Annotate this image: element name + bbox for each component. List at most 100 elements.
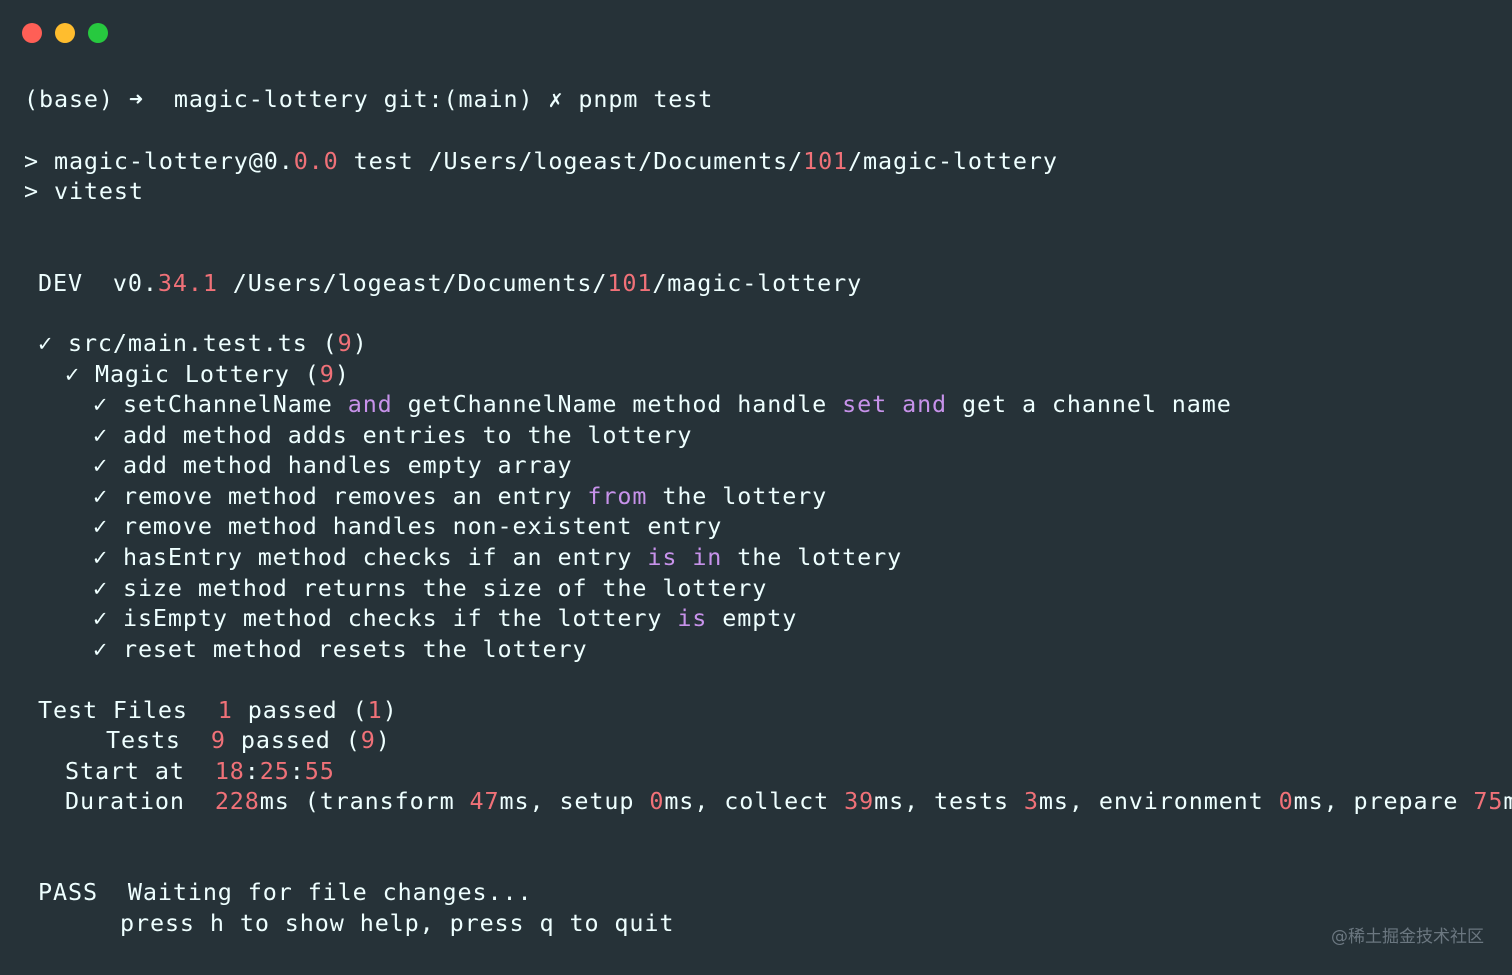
test-name-text: empty bbox=[707, 604, 798, 633]
script-line: > magic-lottery@0.0.0 test /Users/logeas… bbox=[24, 146, 1058, 176]
summary-count: 9 bbox=[210, 726, 226, 754]
summary-label: Duration bbox=[65, 787, 185, 815]
script-command-line: > vitest bbox=[24, 177, 144, 205]
help-line: press h to show help, press q to quit bbox=[120, 909, 675, 937]
dev-label: DEV bbox=[38, 269, 83, 297]
test-case-line: ✓ add method handles empty array bbox=[93, 450, 572, 480]
duration-text: ms, setup bbox=[499, 787, 650, 815]
test-name-text: reset method resets the lottery bbox=[122, 634, 588, 663]
summary-duration: Duration 228ms (transform 47ms, setup 0m… bbox=[65, 786, 1512, 816]
describe-count: 9 bbox=[319, 360, 335, 388]
check-icon: ✓ bbox=[93, 512, 108, 541]
summary-close: ) bbox=[375, 726, 391, 754]
keyword-token: in bbox=[692, 543, 723, 571]
keyword-token: is bbox=[647, 543, 678, 571]
dev-version-number: 34.1 bbox=[157, 269, 218, 297]
duration-number: 0 bbox=[649, 787, 665, 815]
duration-number: 228 bbox=[214, 787, 260, 815]
dev-path-number: 101 bbox=[607, 269, 653, 297]
git-suffix: ) bbox=[518, 85, 534, 113]
test-name-text: add method adds entries to the lottery bbox=[122, 420, 693, 449]
keyword-token: and bbox=[347, 390, 393, 418]
test-case-line: ✓ size method returns the size of the lo… bbox=[93, 573, 767, 603]
script-path-number: 101 bbox=[803, 147, 849, 175]
summary-label: Tests bbox=[106, 726, 181, 754]
test-name-text bbox=[677, 543, 692, 571]
duration-number: 39 bbox=[844, 787, 875, 815]
test-name-text: isEmpty method checks if the lottery bbox=[122, 604, 678, 633]
check-icon: ✓ bbox=[93, 543, 108, 571]
summary-count: 1 bbox=[217, 696, 233, 724]
duration-number: 0 bbox=[1278, 787, 1294, 815]
close-window-button[interactable] bbox=[22, 23, 42, 43]
check-icon: ✓ bbox=[93, 420, 108, 449]
summary-word: passed ( bbox=[232, 696, 368, 724]
test-name-text: add method handles empty array bbox=[122, 451, 573, 480]
check-icon: ✓ bbox=[93, 390, 108, 418]
duration-text: ms (transform bbox=[259, 787, 470, 815]
summary-tests: Tests 9 passed (9) bbox=[106, 725, 391, 755]
minimize-window-button[interactable] bbox=[55, 23, 75, 43]
summary-total: 9 bbox=[360, 726, 376, 754]
test-name-text bbox=[887, 390, 902, 418]
test-name-text: the lottery bbox=[647, 481, 828, 510]
pass-line: PASS Waiting for file changes... bbox=[38, 877, 532, 907]
dev-line: DEV v0.34.1 /Users/logeast/Documents/101… bbox=[38, 268, 862, 298]
duration-number: 75 bbox=[1473, 787, 1504, 815]
watch-message: Waiting for file changes... bbox=[127, 878, 533, 906]
watermark: @稀土掘金技术社区 bbox=[1331, 927, 1484, 947]
script-path-end: /magic-lottery bbox=[848, 147, 1058, 175]
summary-test-files: Test Files 1 passed (1) bbox=[38, 695, 398, 725]
test-name-text: the lottery bbox=[722, 543, 903, 571]
summary-close: ) bbox=[382, 696, 398, 724]
duration-number: 3 bbox=[1023, 787, 1039, 815]
duration-text: ms, environment bbox=[1038, 787, 1279, 815]
test-file-count: 9 bbox=[337, 329, 353, 357]
dev-path: /Users/logeast/Documents/ bbox=[217, 269, 608, 297]
start-seconds: 55 bbox=[304, 757, 335, 785]
typed-command: pnpm test bbox=[578, 85, 714, 113]
script-path: test /Users/logeast/Documents/ bbox=[338, 147, 804, 175]
test-name-text: setChannelName bbox=[122, 390, 348, 418]
dev-version-prefix: v0. bbox=[112, 269, 158, 297]
keyword-token: set bbox=[842, 390, 888, 418]
prompt-arrow-icon: ➜ bbox=[128, 85, 144, 113]
duration-text: ms, collect bbox=[664, 787, 845, 815]
pass-label: PASS bbox=[38, 878, 98, 906]
prompt-directory: magic-lottery bbox=[173, 85, 369, 113]
check-icon: ✓ bbox=[93, 573, 108, 602]
duration-text: ms, tests bbox=[874, 787, 1024, 815]
test-case-line: ✓ remove method handles non-existent ent… bbox=[93, 511, 722, 541]
script-name: > magic-lottery@0. bbox=[24, 147, 294, 175]
start-hours: 18 bbox=[214, 757, 245, 785]
git-branch: main bbox=[458, 85, 519, 113]
test-case-line: ✓ add method adds entries to the lottery bbox=[93, 420, 692, 450]
summary-label: Test Files bbox=[38, 696, 188, 724]
prompt-line: (base) ➜ magic-lottery git:(main) ✗ pnpm… bbox=[24, 84, 713, 114]
dev-path-end: /magic-lottery bbox=[652, 269, 863, 297]
duration-text: ms) bbox=[1503, 787, 1512, 815]
keyword-token: and bbox=[902, 390, 948, 418]
test-name-text: size method returns the size of the lott… bbox=[122, 573, 768, 602]
check-icon: ✓ bbox=[93, 481, 108, 510]
test-name-text: remove method handles non-existent entry bbox=[122, 512, 723, 541]
zoom-window-button[interactable] bbox=[88, 23, 108, 43]
describe-name: ✓ Magic Lottery ( bbox=[65, 360, 320, 388]
test-case-line: ✓ setChannelName and getChannelName meth… bbox=[93, 389, 1232, 419]
git-prefix: git:( bbox=[383, 85, 459, 113]
window-controls bbox=[22, 23, 108, 43]
test-case-line: ✓ remove method removes an entry from th… bbox=[93, 481, 827, 511]
test-name-text: remove method removes an entry bbox=[122, 481, 588, 510]
git-dirty-icon: ✗ bbox=[548, 85, 564, 113]
summary-start: Start at 18:25:55 bbox=[65, 757, 335, 785]
test-file-close: ) bbox=[352, 329, 368, 357]
start-minutes: 25 bbox=[259, 757, 290, 785]
test-file-line: ✓ src/main.test.ts (9) bbox=[38, 328, 368, 358]
check-icon: ✓ bbox=[93, 451, 108, 480]
describe-line: ✓ Magic Lottery (9) bbox=[65, 359, 350, 389]
duration-text: ms, prepare bbox=[1293, 787, 1474, 815]
describe-close: ) bbox=[334, 360, 350, 388]
test-case-line: ✓ reset method resets the lottery bbox=[93, 634, 587, 664]
script-version: 0.0 bbox=[293, 147, 339, 175]
